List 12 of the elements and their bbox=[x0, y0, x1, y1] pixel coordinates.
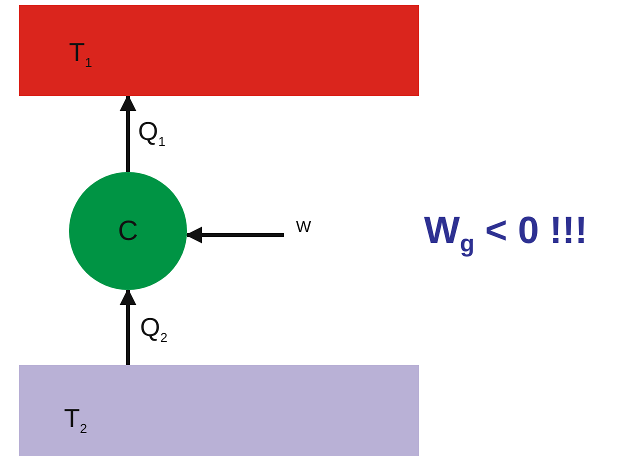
engine-label: C bbox=[118, 217, 138, 245]
work-label: W bbox=[296, 219, 336, 247]
temperature-label: T$_{1}$ bbox=[69, 39, 92, 70]
edge-label: Q$_{1}$ bbox=[138, 118, 166, 148]
arrow bbox=[120, 288, 136, 365]
inequality-note: W$_{g}$ < 0 !!! bbox=[424, 212, 588, 257]
arrow bbox=[185, 226, 284, 244]
temperature-label: T$_{2}$ bbox=[64, 405, 88, 436]
arrow bbox=[120, 94, 136, 172]
reservoir-band bbox=[19, 5, 419, 96]
edge-label: Q$_{2}$ bbox=[140, 314, 168, 344]
reservoir-band bbox=[19, 365, 419, 456]
